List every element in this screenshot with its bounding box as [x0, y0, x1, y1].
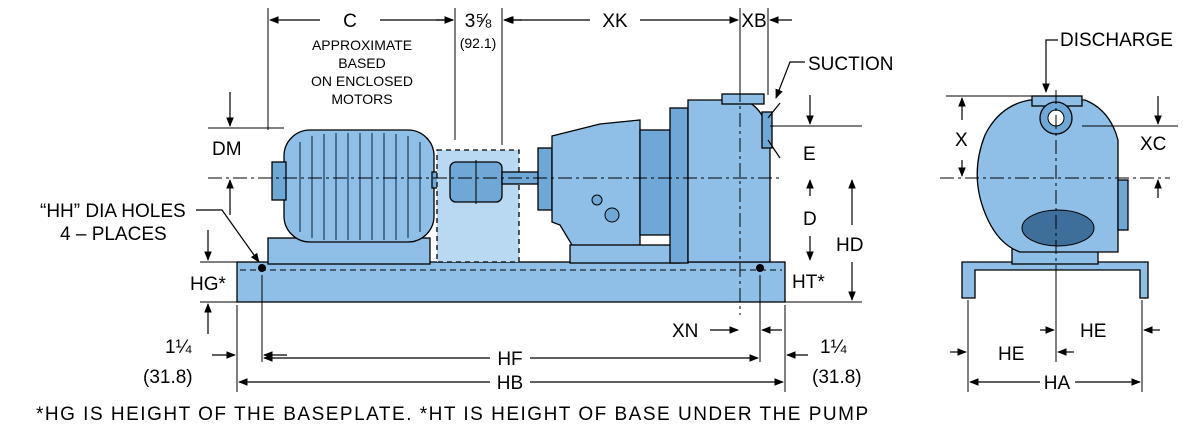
- dim-xc: XC: [1140, 134, 1166, 155]
- casing-body: [687, 99, 771, 263]
- dim-right-fraction: 1¼: [820, 337, 848, 358]
- dim-3-5-8: 3⅝: [465, 11, 492, 32]
- approx-line-3: ON ENCLOSED: [311, 73, 413, 89]
- dim-hb: HB: [497, 373, 523, 394]
- dim-right-mm: (31.8): [812, 367, 862, 388]
- motor-end-cap: [271, 161, 287, 201]
- dim-hd: HD: [836, 235, 863, 256]
- end-view: DISCHARGE X XC HE HE HA: [940, 30, 1178, 394]
- dim-hf: HF: [497, 349, 522, 370]
- hole-right: [756, 264, 764, 272]
- dim-he-right: HE: [1080, 321, 1106, 342]
- dim-dm: DM: [212, 139, 242, 160]
- dim-he-left: HE: [998, 344, 1024, 365]
- dim-c: C: [343, 11, 357, 32]
- pump-casing: [669, 93, 781, 264]
- volute-body: [976, 99, 1119, 253]
- suction-opening: [1021, 209, 1095, 247]
- footnote: *HG IS HEIGHT OF THE BASEPLATE. *HT IS H…: [36, 404, 870, 425]
- suction-flange: [761, 111, 773, 149]
- dim-xb: XB: [741, 11, 766, 32]
- casing-flange: [669, 107, 689, 264]
- label-discharge: DISCHARGE: [1060, 30, 1173, 51]
- frame-body: [551, 119, 641, 251]
- bearing-frame: [537, 119, 681, 264]
- adapter: [639, 129, 671, 236]
- dim-3-5-8-mm: (92.1): [460, 35, 497, 51]
- dim-ht: HT*: [792, 272, 825, 293]
- dim-e: E: [803, 144, 816, 165]
- dim-ha: HA: [1044, 373, 1071, 394]
- frame-foot: [569, 244, 681, 264]
- dim-x: X: [955, 130, 968, 151]
- approx-line-1: APPROXIMATE: [312, 37, 412, 53]
- dim-left-mm: (31.8): [143, 367, 193, 388]
- motor-body: [283, 129, 435, 243]
- dim-d: D: [803, 209, 817, 230]
- dim-hg: HG*: [190, 274, 227, 295]
- motor: [271, 129, 453, 243]
- baseplate: [236, 261, 786, 303]
- dim-left-fraction: 1¼: [165, 337, 193, 358]
- approx-line-4: MOTORS: [331, 91, 392, 107]
- end-side-boss: [1117, 179, 1129, 231]
- side-view: C 3⅝ (92.1) XK XB APPROXIMATE BASED ON E…: [40, 8, 894, 394]
- end-base: [961, 261, 1149, 299]
- label-hh-holes: “HH” DIA HOLES: [40, 201, 186, 222]
- hole-left: [258, 264, 266, 272]
- dim-xk: XK: [602, 11, 628, 32]
- label-hh-places: 4 – PLACES: [60, 224, 167, 245]
- frame-flange: [537, 147, 553, 211]
- label-suction: SUCTION: [808, 54, 894, 75]
- dim-xn: XN: [672, 321, 698, 342]
- discharge-flange: [721, 93, 765, 105]
- approx-line-2: BASED: [338, 55, 385, 71]
